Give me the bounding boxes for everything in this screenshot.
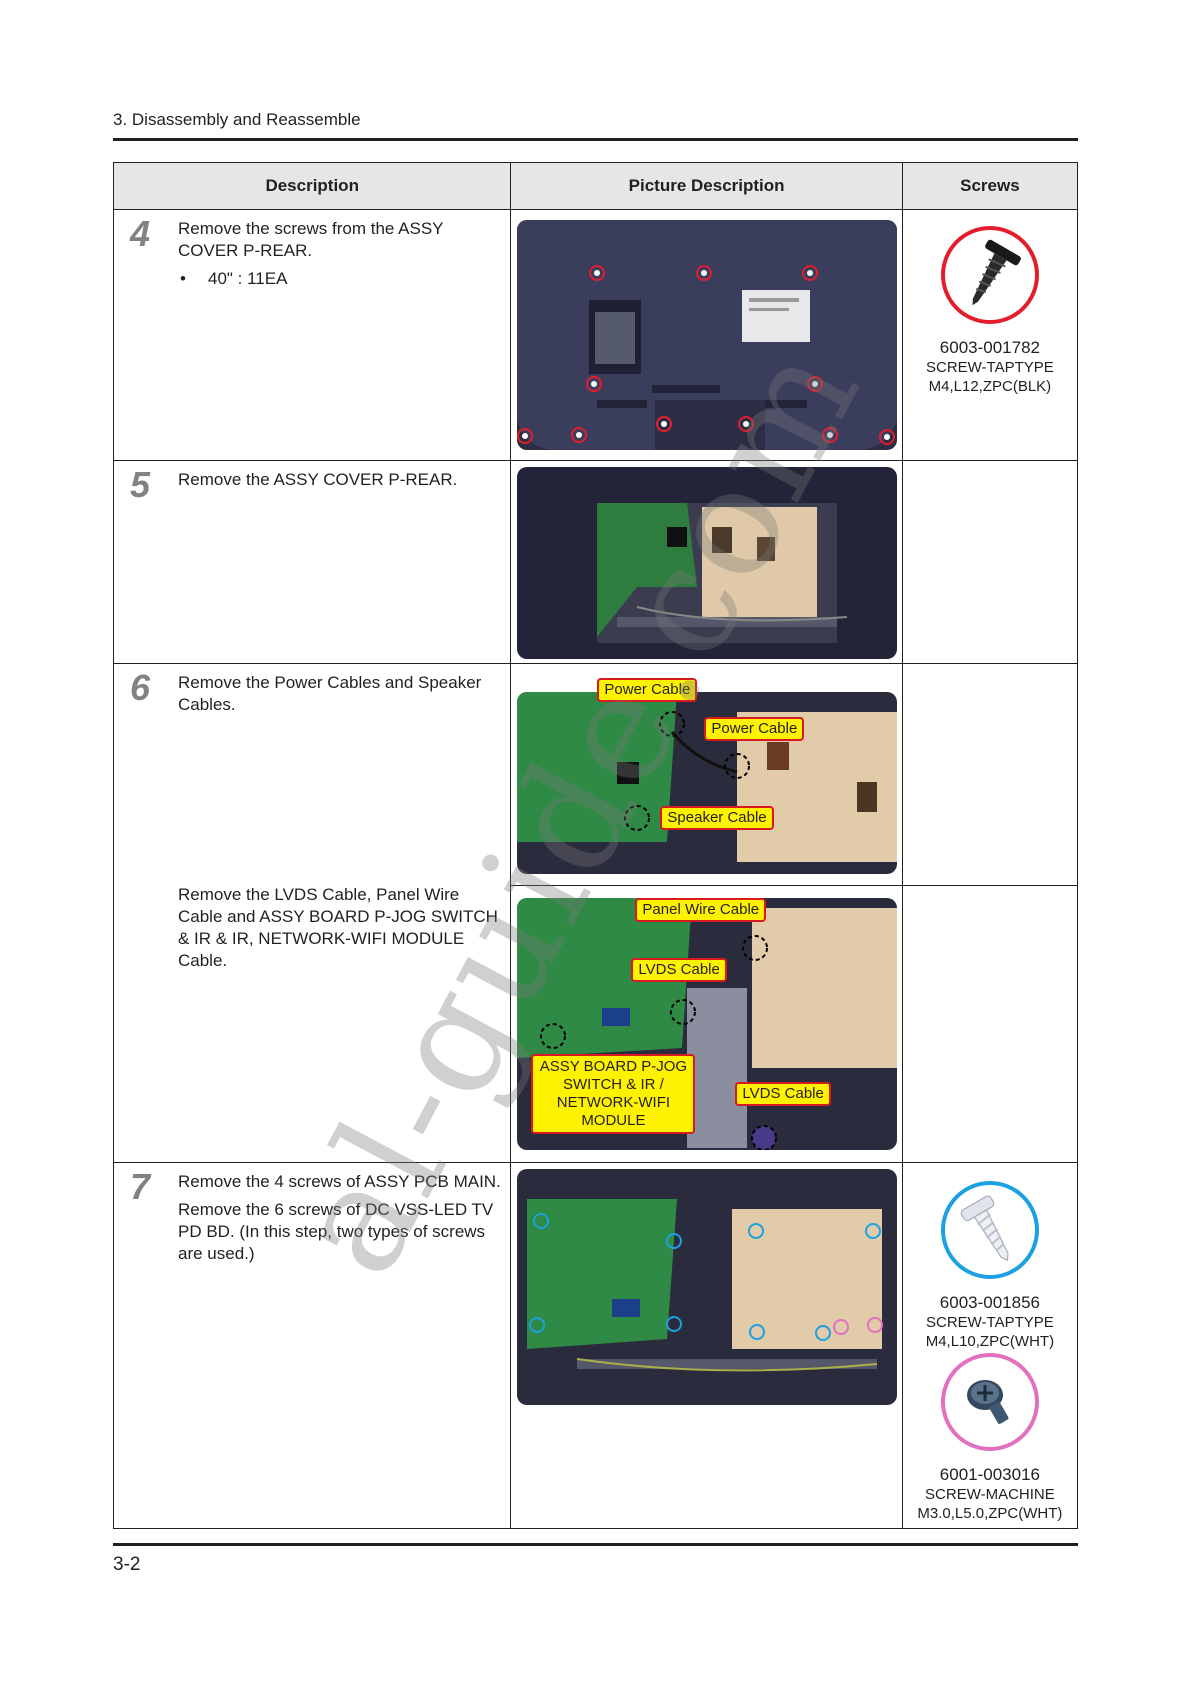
step-text: Remove the ASSY COVER P-REAR.	[178, 470, 458, 489]
bullet-text: 40" : 11EA	[208, 269, 288, 288]
bullet-item: •40" : 11EA	[180, 269, 288, 288]
callout-lvds-cable-2: LVDS Cable	[735, 1082, 831, 1107]
screw-icon-tap-white	[940, 1181, 1039, 1279]
screw-icon-machine	[940, 1353, 1039, 1451]
section-title: 3. Disassembly and Reassemble	[113, 110, 361, 129]
screw-part-code: 6003-001782	[939, 338, 1040, 357]
screw-icon-tap-black	[940, 226, 1039, 324]
step-row-6b: Panel Wire Cable LVDS Cable ASSY BOARD P…	[114, 885, 1079, 1163]
screw-part-code: 6001-003016	[939, 1465, 1040, 1484]
rear-cover-photo	[517, 220, 898, 450]
step-number: 5	[130, 464, 151, 505]
screw-spec: M3.0,L5.0,ZPC(WHT)	[917, 1505, 1063, 1522]
screw-type: SCREW-MACHINE	[925, 1486, 1055, 1503]
header-rule	[113, 138, 1078, 141]
step-row-6: 6 Remove the Power Cables and Speaker Ca…	[112, 662, 1079, 1163]
screw-type: SCREW-TAPTYPE	[926, 359, 1054, 376]
cover-removed-photo	[517, 467, 898, 659]
step-number: 4	[130, 213, 151, 254]
screw-part-code: 6003-001856	[939, 1293, 1040, 1312]
step-text: Remove the screws from the ASSY COVER P-…	[178, 219, 444, 260]
screw-spec: M4,L12,ZPC(BLK)	[928, 378, 1052, 395]
disassembly-table: Description Picture Description Screws 4…	[112, 162, 1079, 1529]
step-text: Remove the 4 screws of ASSY PCB MAIN.	[178, 1172, 501, 1191]
step-text-lvds: Remove the LVDS Cable, Panel Wire Cable …	[178, 885, 498, 970]
pcb-screws-photo	[517, 1169, 898, 1405]
screw-spec: M4,L10,ZPC(WHT)	[925, 1333, 1055, 1350]
callout-power-cable-1: Power Cable	[597, 678, 698, 702]
step-row-4: 4 Remove the screws from the ASSY COVER …	[112, 209, 1079, 461]
step-text: Remove the 6 screws of DC VSS-LED TV PD …	[178, 1200, 494, 1263]
callout-assy-board-pjog: ASSY BOARD P-JOG SWITCH & IR / NETWORK-W…	[531, 1054, 696, 1135]
column-header-picture: Picture Description	[510, 162, 903, 210]
step-text: Remove the Power Cables and Speaker Cabl…	[178, 673, 482, 714]
step-row-7: 7 Remove the 4 screws of ASSY PCB MAIN. …	[112, 1162, 1079, 1529]
step-number: 7	[130, 1166, 151, 1207]
column-header-screws: Screws	[901, 162, 1079, 210]
step-row-5: 5 Remove the ASSY COVER P-REAR.	[112, 460, 1079, 664]
callout-power-cable-2: Power Cable	[704, 717, 805, 741]
step-number: 6	[130, 667, 151, 708]
callout-speaker-cable: Speaker Cable	[660, 806, 774, 830]
callout-panel-wire-cable: Panel Wire Cable	[635, 898, 767, 923]
screw-type: SCREW-TAPTYPE	[926, 1314, 1054, 1331]
footer-rule	[113, 1543, 1078, 1546]
callout-lvds-cable-1: LVDS Cable	[631, 958, 727, 983]
page-number: 3-2	[113, 1554, 141, 1575]
column-header-description: Description	[112, 162, 512, 210]
